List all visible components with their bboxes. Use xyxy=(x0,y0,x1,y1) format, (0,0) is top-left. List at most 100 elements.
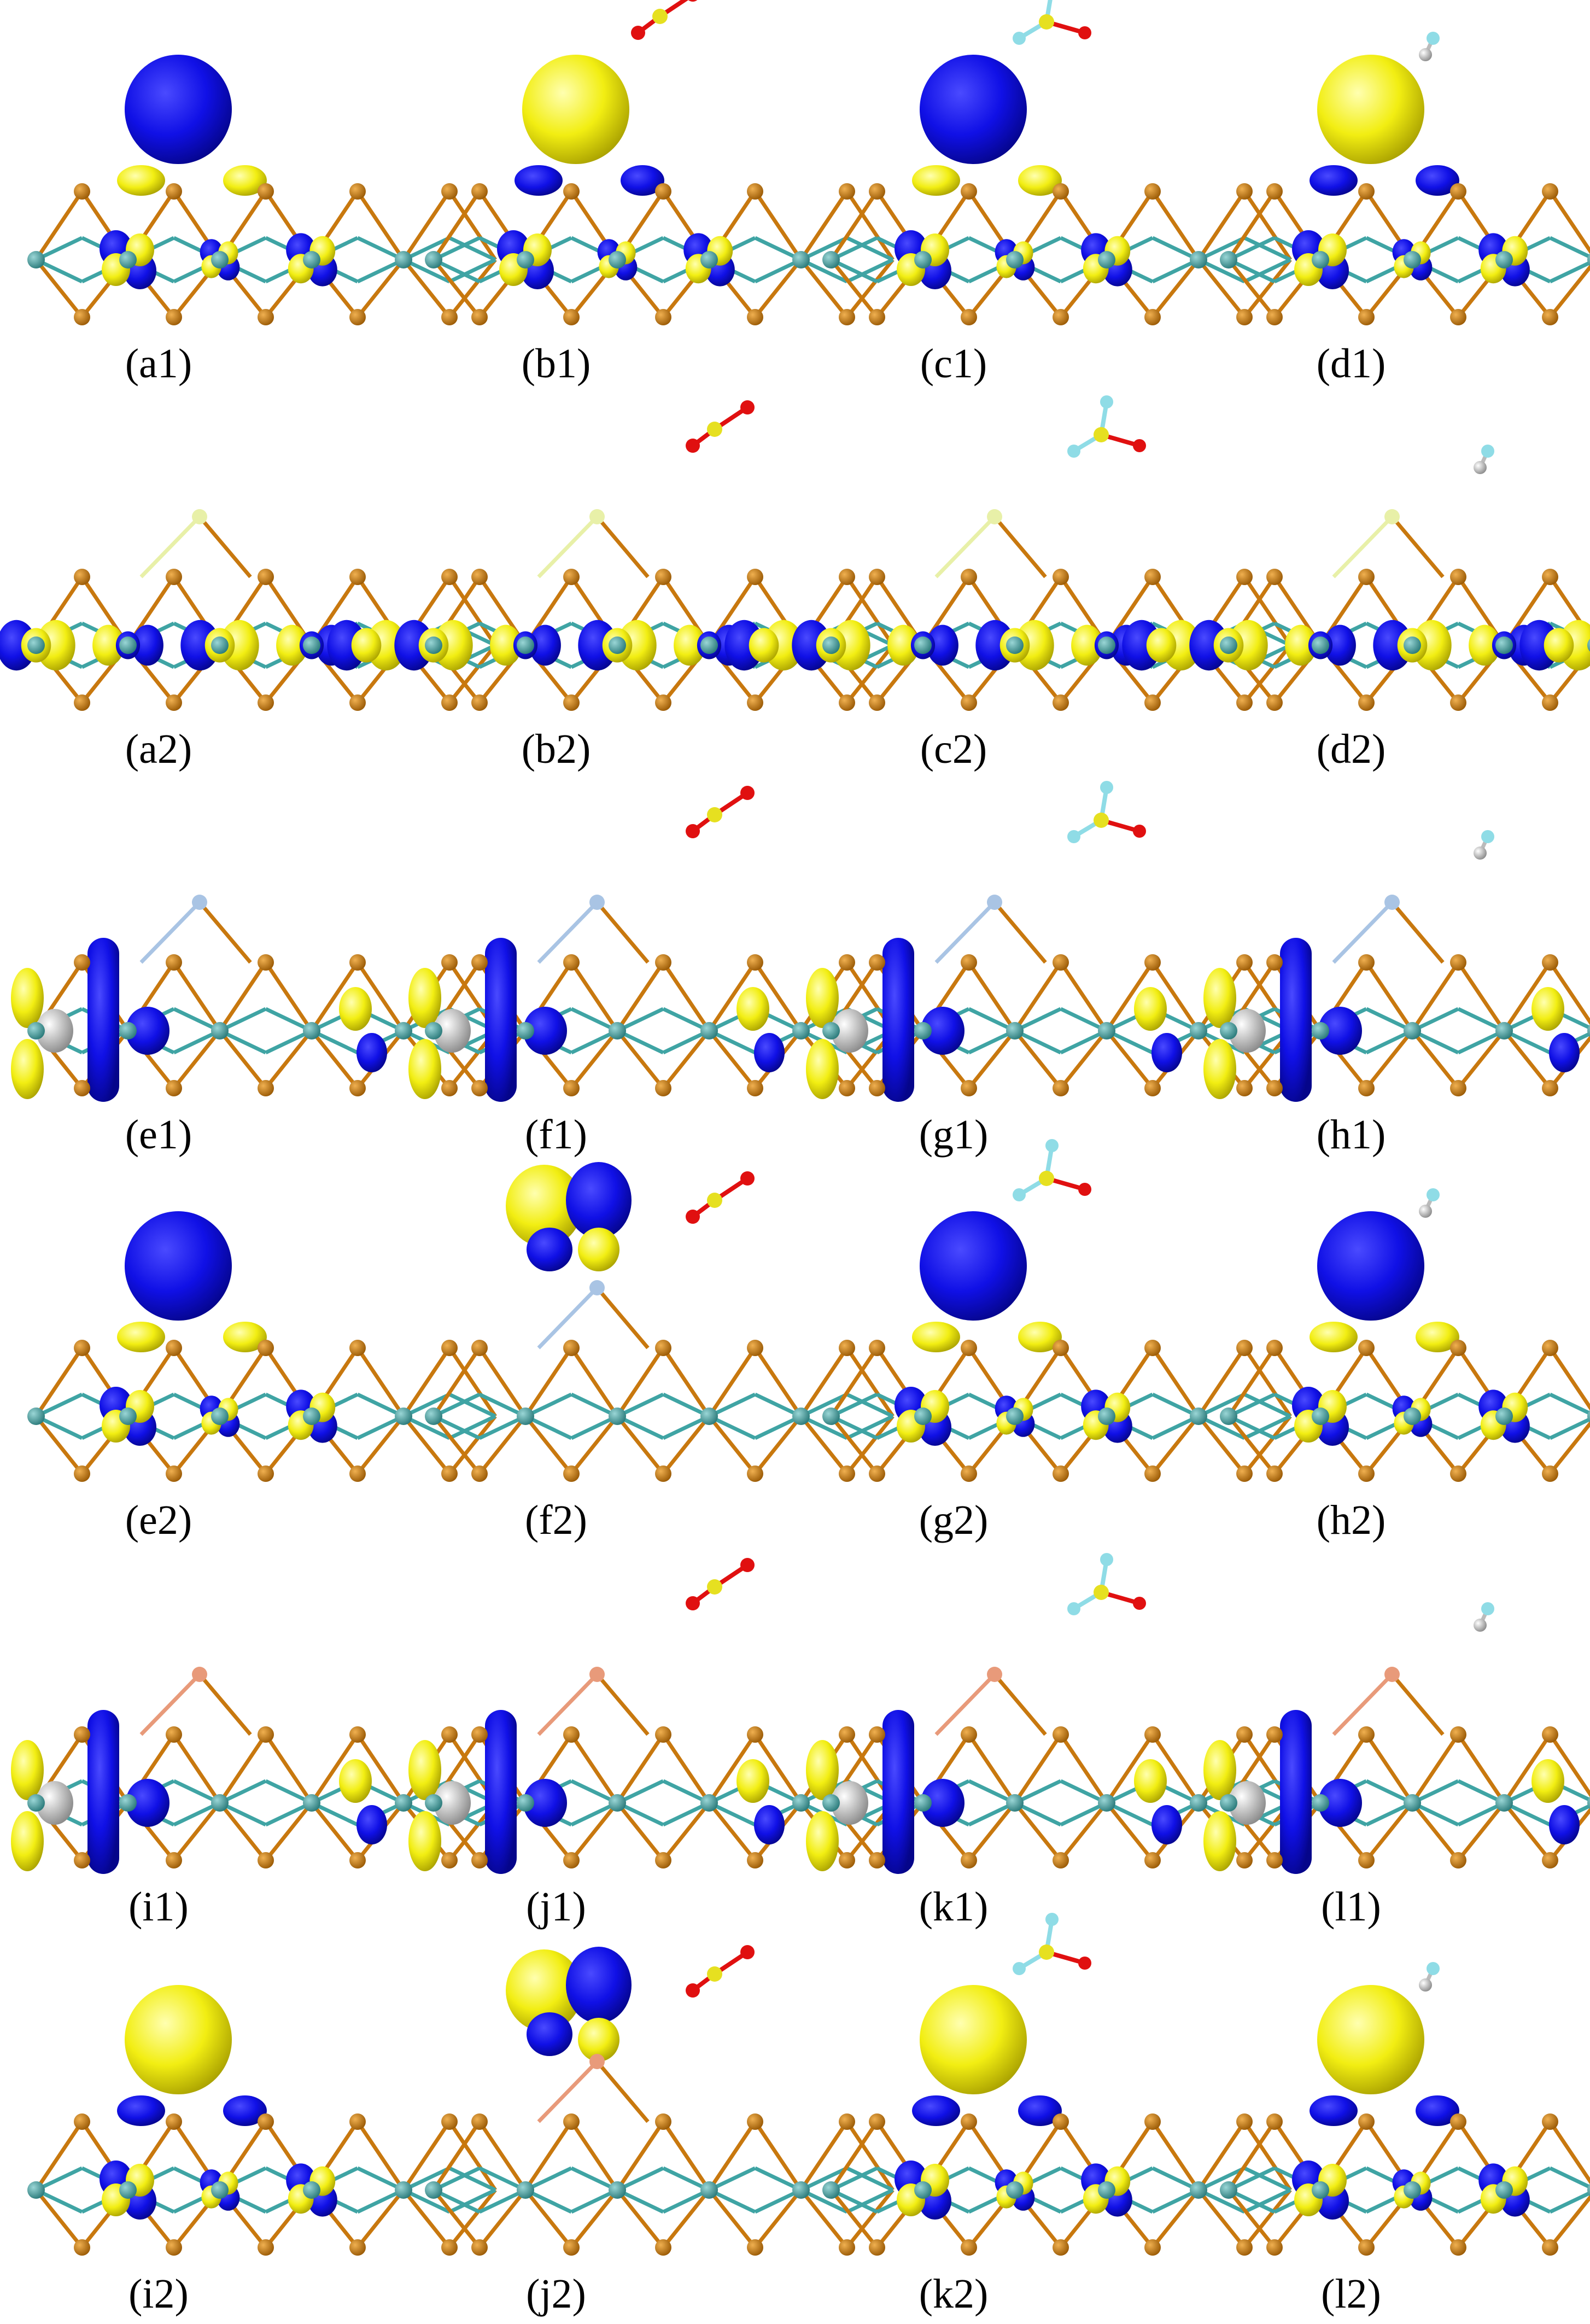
dopant-atom xyxy=(589,895,605,910)
bond xyxy=(662,2188,711,2249)
bond xyxy=(595,515,650,579)
hydrogen-atom xyxy=(1419,1978,1432,1992)
hydrogen-atom xyxy=(1427,32,1440,45)
edge-lobe xyxy=(1151,1805,1182,1844)
bond xyxy=(34,258,84,319)
bond xyxy=(829,258,879,319)
bond xyxy=(356,961,405,1032)
metal-atom xyxy=(1312,637,1329,654)
edge-lobe xyxy=(1531,987,1564,1031)
bond xyxy=(1197,2188,1246,2249)
bond xyxy=(1365,1801,1414,1862)
bond xyxy=(708,961,757,1032)
oxygen-atom xyxy=(1078,1957,1091,1970)
oxygen-atom xyxy=(686,1596,700,1610)
sulfur-atom xyxy=(1450,1726,1466,1743)
metal-atom xyxy=(425,1022,442,1040)
dopant-atom xyxy=(987,509,1002,524)
panel-label: (k2) xyxy=(919,2271,989,2317)
bond xyxy=(1243,1414,1291,1440)
sulfur-atom xyxy=(747,2239,763,2256)
metal-atom xyxy=(1495,1408,1513,1425)
bond xyxy=(34,2188,84,2249)
bond xyxy=(432,1415,481,1475)
bond xyxy=(139,901,201,964)
side-lobe xyxy=(912,2095,960,2126)
bond xyxy=(967,961,1016,1032)
bond xyxy=(172,1029,221,1090)
bond xyxy=(1243,258,1292,319)
bond xyxy=(1503,1029,1552,1090)
metal-atom xyxy=(1404,1408,1421,1425)
sulfur-atom xyxy=(1144,1340,1161,1356)
bond xyxy=(1105,1801,1154,1862)
sulfur-atom xyxy=(1236,2239,1253,2256)
side-lobe xyxy=(1018,2095,1062,2126)
sulfur-atom xyxy=(563,1852,580,1868)
sulfur-atom xyxy=(839,1726,855,1743)
metal-atom xyxy=(303,1408,320,1425)
sulfur-atom xyxy=(1266,2113,1283,2130)
metal-atom xyxy=(303,1022,320,1040)
sulfur-atom xyxy=(1053,569,1069,585)
bond xyxy=(799,190,849,261)
metal-atom xyxy=(517,637,534,654)
sulfur-atom xyxy=(747,2113,763,2130)
sulfur-atom xyxy=(869,1080,885,1096)
metal-atom xyxy=(1098,637,1115,654)
metal-atom xyxy=(303,2181,320,2199)
metal-atom xyxy=(609,1022,626,1040)
side-lobe xyxy=(515,165,563,196)
panel-c1: (c1) xyxy=(822,0,1292,387)
bond xyxy=(1411,1029,1460,1090)
bond xyxy=(402,1347,451,1417)
bond xyxy=(1503,961,1552,1032)
metal-atom xyxy=(27,251,45,268)
metal-atom xyxy=(119,1408,137,1425)
panel-g1: (g1) xyxy=(806,781,1292,1158)
sulfur-atom xyxy=(747,1340,763,1356)
top-lobe xyxy=(578,2018,619,2062)
sulfur-atom xyxy=(1358,183,1375,200)
metal-atom xyxy=(1404,251,1421,268)
metal-atom xyxy=(822,1022,840,1040)
fluorine-atom xyxy=(1067,1602,1080,1615)
bond xyxy=(448,258,497,319)
edge-lobe xyxy=(1134,1759,1167,1803)
metal-atom xyxy=(609,251,626,268)
sulfur-atom xyxy=(471,309,488,325)
bond xyxy=(198,901,252,964)
edge-lobe xyxy=(1229,1781,1266,1825)
panel-label: (e2) xyxy=(125,1497,192,1543)
adsorbate-sulfur-atom xyxy=(707,1579,722,1595)
bond xyxy=(1548,961,1590,1025)
panel-label: (e1) xyxy=(125,1112,192,1158)
panel-i2: (i2) xyxy=(27,1985,497,2317)
dopant-atom xyxy=(987,895,1002,910)
edge-lobe xyxy=(1134,987,1167,1031)
bond xyxy=(753,1733,803,1804)
sulfur-atom xyxy=(1266,954,1283,971)
metal-atom xyxy=(1098,2181,1115,2199)
sulfur-atom xyxy=(747,569,763,585)
edge-lobe xyxy=(1203,1811,1236,1871)
sulfur-atom xyxy=(441,569,458,585)
edge-lobe xyxy=(36,1781,73,1825)
dopant-atom xyxy=(589,1667,605,1682)
edge-lobe xyxy=(921,1007,964,1055)
metal-atom xyxy=(303,251,320,268)
bond xyxy=(1365,1029,1414,1090)
bond xyxy=(595,1673,650,1736)
panel-f1: (f1) xyxy=(408,786,895,1158)
edge-lobe xyxy=(434,1781,471,1825)
orbital-lobe xyxy=(276,624,308,666)
panel-l2: (l2) xyxy=(1220,1962,1590,2317)
hydrogen-atom xyxy=(1474,461,1487,474)
bond xyxy=(846,2188,894,2214)
bond xyxy=(1197,2121,1246,2191)
adsorbate-sulfur-atom xyxy=(1094,427,1109,442)
bond xyxy=(218,1733,267,1804)
hydrogen-atom xyxy=(1419,48,1432,61)
edge-lobe xyxy=(126,1779,169,1827)
sulfur-atom xyxy=(258,1852,274,1868)
